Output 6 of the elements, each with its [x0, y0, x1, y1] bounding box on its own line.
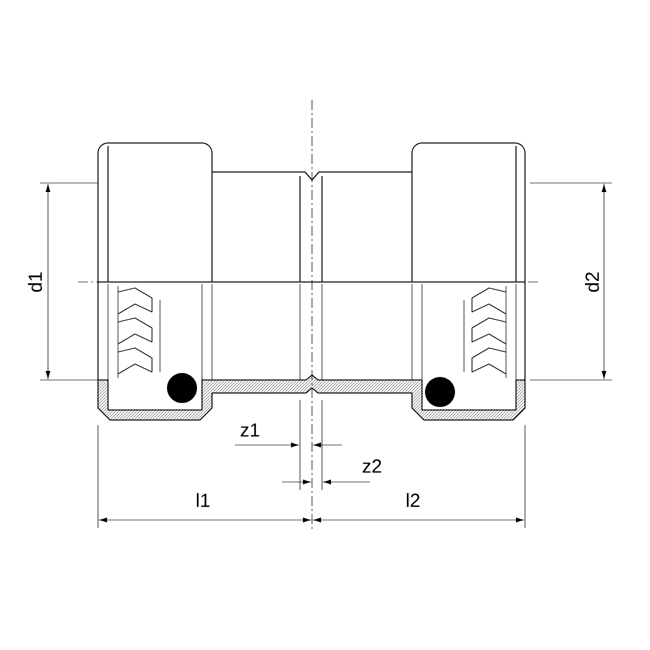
dimension-label: l1	[196, 493, 210, 507]
dimension-label: z1	[240, 423, 260, 437]
dimension-label: l2	[406, 493, 420, 507]
dimension-label: d1	[28, 272, 42, 292]
dimension-label: z2	[362, 459, 382, 473]
dimension-label: d2	[585, 272, 599, 292]
